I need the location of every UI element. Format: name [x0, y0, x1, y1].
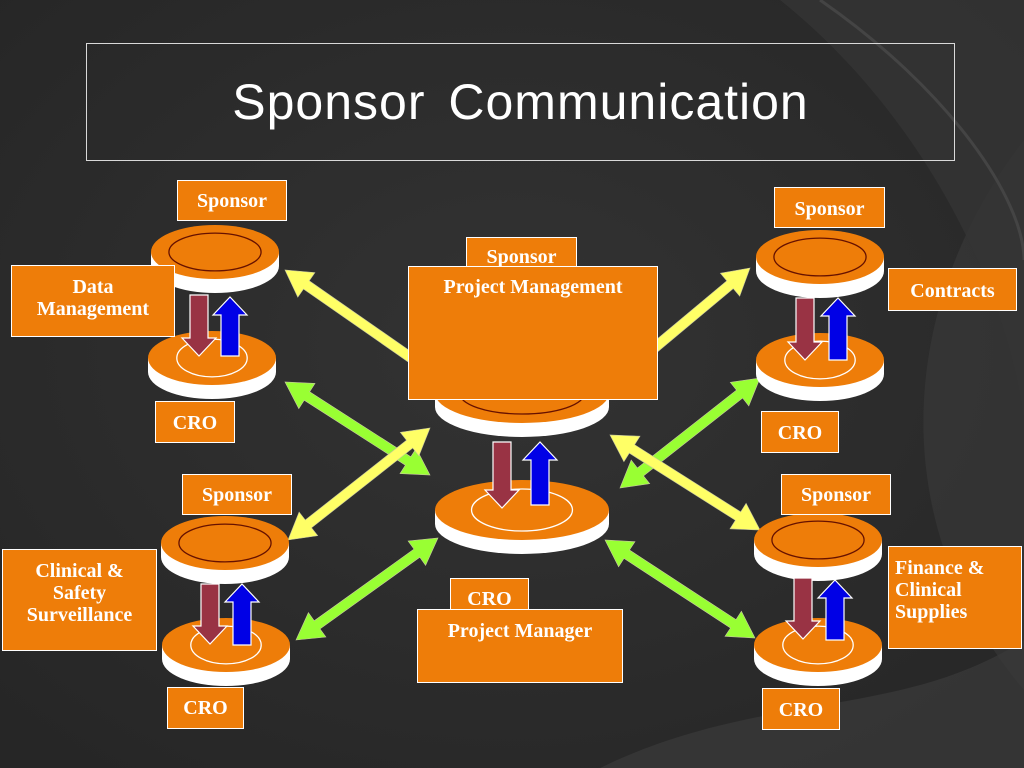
tl-sponsor-label: Sponsor [177, 180, 287, 221]
discs [148, 225, 884, 686]
br-sponsor-label: Sponsor [781, 474, 891, 515]
tl-sponsor-disc [151, 225, 279, 293]
center-cro-disc [435, 480, 609, 554]
page-title: Sponsor Communication [232, 74, 809, 130]
tr-sponsor-disc [756, 230, 884, 298]
arrow-br-sponsor [609, 434, 761, 531]
tl-down-arrow [180, 294, 218, 357]
center-down-arrow [483, 441, 521, 509]
tr-down-arrow [786, 297, 824, 361]
br-cro-disc [754, 618, 882, 686]
bl-cro-disc [162, 618, 290, 686]
center-cro-label: CRO [450, 578, 529, 614]
arrow-br-cro [604, 539, 756, 639]
center-project-manager-label: Project Manager [417, 609, 623, 683]
br-sponsor-disc [754, 513, 882, 581]
bl-sponsor-label: Sponsor [182, 474, 292, 515]
br-cro-label: CRO [762, 688, 840, 730]
bl-down-arrow [191, 583, 229, 645]
bl-clinical-safety-label: Clinical & Safety Surveillance [2, 549, 157, 651]
center-project-management-label: Project Management [408, 266, 658, 400]
tr-sponsor-label: Sponsor [774, 187, 885, 228]
bl-up-arrow [223, 583, 261, 646]
tr-cro-label: CRO [761, 411, 839, 453]
arrow-bl-cro [295, 537, 439, 641]
tl-up-arrow [211, 296, 249, 357]
br-up-arrow [816, 579, 854, 641]
br-finance-label: Finance & Clinical Supplies [888, 546, 1022, 649]
arrow-bl-sponsor [287, 427, 431, 541]
tr-cro-disc [756, 333, 884, 401]
br-down-arrow [784, 577, 822, 640]
bl-sponsor-disc [161, 516, 289, 584]
tl-data-management-label: Data Management [11, 265, 175, 337]
tr-up-arrow [819, 297, 857, 361]
center-up-arrow [521, 441, 559, 506]
tl-cro-label: CRO [155, 401, 235, 443]
tr-contracts-label: Contracts [888, 268, 1017, 311]
title-box: Sponsor Communication [86, 43, 955, 161]
bl-cro-label: CRO [167, 687, 244, 729]
vertical-arrows [180, 294, 857, 646]
